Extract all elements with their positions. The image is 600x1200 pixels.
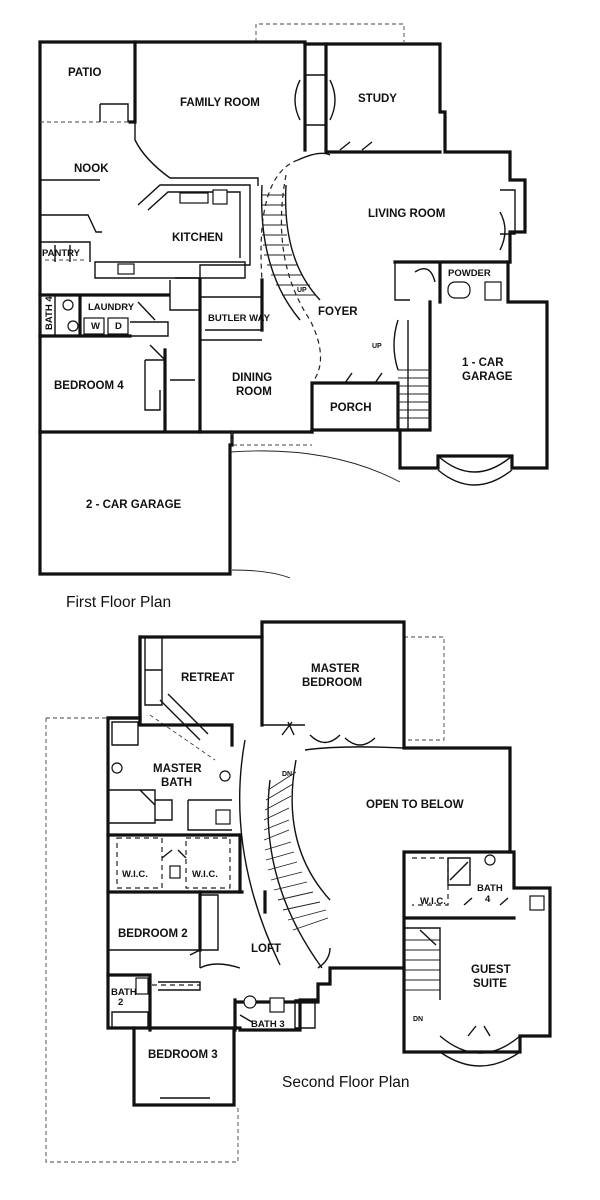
butler-way-label: BUTLER WAY [208, 313, 271, 324]
guest-suite-label-line1: GUEST [471, 964, 511, 976]
living-room-label: LIVING ROOM [368, 208, 445, 220]
master-bath-label-line1: MASTER [153, 763, 202, 775]
pantry-label: PANTRY [42, 248, 81, 259]
dining-room-label-line2: ROOM [236, 386, 272, 398]
patio-label: PATIO [68, 67, 101, 79]
study-label: STUDY [358, 93, 397, 105]
wic-left-label: W.I.C. [122, 869, 148, 880]
bath-2-label-line2: 2 [118, 997, 123, 1008]
stair-dn-main-label: DN [282, 771, 292, 778]
dryer-label: D [115, 321, 122, 332]
washer-label: W [91, 321, 100, 332]
second-floor-plan: RETREAT MASTER BEDROOM MASTER BATH DN OP… [45, 620, 552, 1163]
garage-1-label-line1: 1 - CAR [462, 357, 504, 369]
stair-dn-guest-label: DN [413, 1016, 423, 1023]
porch-label: PORCH [330, 402, 372, 414]
stair-up-main-label: UP [297, 287, 307, 294]
second-floor-caption: Second Floor Plan [282, 1074, 410, 1091]
kitchen-label: KITCHEN [172, 232, 223, 244]
bath-4-second-label-line2: 4 [485, 894, 491, 905]
bedroom-4-label: BEDROOM 4 [54, 380, 124, 392]
stair-up-side-label: UP [372, 343, 382, 350]
family-room-label: FAMILY ROOM [180, 97, 260, 109]
dining-room-label-line1: DINING [232, 372, 272, 384]
first-floor-caption: First Floor Plan [66, 594, 171, 611]
wic-guest-label: W.I.C. [420, 896, 446, 907]
master-bedroom-label-line1: MASTER [311, 663, 360, 675]
laundry-label: LAUNDRY [88, 302, 135, 313]
bath-3-label: BATH 3 [251, 1019, 285, 1030]
master-bedroom-label-line2: BEDROOM [302, 677, 362, 689]
second-floor-exterior-wall [106, 620, 552, 1107]
bath-4-second-label-line1: BATH [477, 883, 503, 894]
powder-label: POWDER [448, 268, 491, 279]
retreat-label: RETREAT [181, 672, 234, 684]
guest-suite-label-line2: SUITE [473, 978, 507, 990]
first-floor-plan: PATIO FAMILY ROOM STUDY NOOK LIVING ROOM… [38, 23, 549, 611]
wic-mid-label: W.I.C. [192, 869, 218, 880]
nook-label: NOOK [74, 163, 109, 175]
bath-2-label-line1: BATH [111, 987, 137, 998]
bath-4-first-label: BATH 4 [44, 296, 55, 330]
garage-2-label: 2 - CAR GARAGE [86, 499, 182, 511]
garage-1-label-line2: GARAGE [462, 371, 513, 383]
bedroom-2-label: BEDROOM 2 [118, 928, 188, 940]
bedroom-3-label: BEDROOM 3 [148, 1049, 218, 1061]
master-bath-label-line2: BATH [161, 777, 192, 789]
foyer-label: FOYER [318, 306, 358, 318]
open-to-below-label: OPEN TO BELOW [366, 799, 464, 811]
loft-label: LOFT [251, 943, 281, 955]
